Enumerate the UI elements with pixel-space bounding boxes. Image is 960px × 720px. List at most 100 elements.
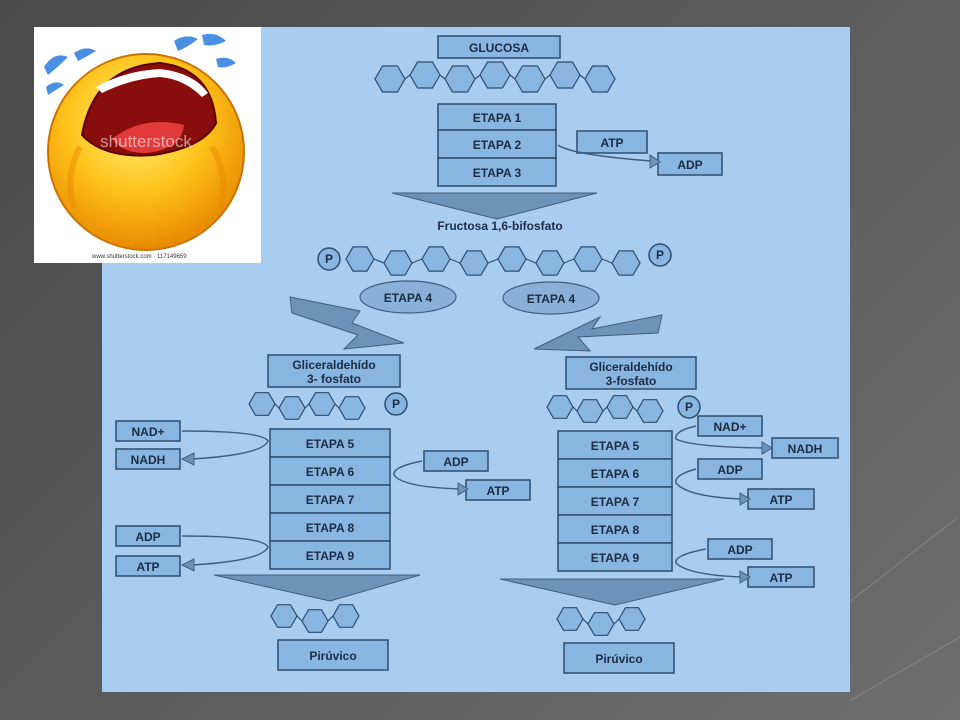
glucose-label: GLUCOSA	[469, 41, 529, 55]
pyruvate-right-box: Pirúvico	[563, 642, 675, 674]
fructose-hexagon	[611, 250, 641, 276]
stage-1-label: ETAPA 1	[473, 111, 522, 125]
left-stage-7: ETAPA 7	[306, 493, 355, 507]
g3p-left-chain: P	[248, 392, 408, 420]
top-adp-label: ADP	[677, 158, 702, 172]
fructose-hexagon	[535, 250, 565, 276]
g3p-right-phosphate: P	[685, 400, 693, 414]
stage-4-left-label: ETAPA 4	[384, 291, 433, 305]
left-stage-5: ETAPA 5	[306, 437, 355, 451]
right-nad-label: NAD+	[713, 420, 746, 434]
stage-3-label: ETAPA 3	[473, 166, 522, 180]
stage-4-right-label: ETAPA 4	[527, 292, 576, 306]
pyruvate-left-chain	[270, 604, 360, 633]
fructose-hexagon	[459, 250, 489, 276]
crying-face-emoji-icon: shutterstock	[44, 33, 245, 251]
g3p-right-box: Gliceraldehído 3-fosfato	[565, 356, 697, 390]
top-stage-stack: ETAPA 1 ETAPA 2 ETAPA 3	[437, 103, 557, 187]
pyruvate-right-hexagon	[618, 607, 646, 631]
pyruvate-left-box: Pirúvico	[277, 639, 389, 671]
stage-4-left: ETAPA 4	[289, 280, 457, 350]
glucose-hexagon	[479, 61, 511, 89]
left-stage-9: ETAPA 9	[306, 549, 355, 563]
slide-panel: .bx{fill:#88b6e0;stroke:#2e4d6e;stroke-w…	[102, 27, 850, 692]
fructose-hexagon	[345, 246, 375, 272]
phosphate-right-label: P	[656, 248, 664, 262]
glucose-hexagon	[409, 61, 441, 89]
left-nadh-label: NADH	[131, 453, 166, 467]
image-credit: www.shutterstock.com · 117149659	[92, 254, 187, 260]
right-stage-7: ETAPA 7	[591, 495, 640, 509]
g3p-left-phosphate: P	[392, 397, 400, 411]
left-atp-label: ATP	[136, 560, 159, 574]
left-stage6-adp-atp: ADP ATP	[393, 450, 531, 501]
top-down-arrow	[391, 192, 598, 220]
left-stage-stack: ETAPA 5 ETAPA 6 ETAPA 7 ETAPA 8 ETAPA 9	[269, 428, 391, 570]
g3p-left-line1: Gliceraldehído	[292, 358, 375, 372]
right-stage-stack: ETAPA 5 ETAPA 6 ETAPA 7 ETAPA 8 ETAPA 9	[557, 430, 673, 572]
right-stage6-atp-label: ATP	[769, 493, 792, 507]
g3p-right-line1: Gliceraldehído	[589, 360, 672, 374]
pyruvate-left-hexagon	[270, 604, 298, 628]
right-nadh-label: NADH	[788, 442, 823, 456]
top-atp-adp: ATP ADP	[557, 130, 723, 176]
phosphate-left-label: P	[325, 252, 333, 266]
background-decoration-line	[850, 620, 960, 701]
glucose-hexagon	[514, 65, 546, 93]
right-stage9-adp-label: ADP	[727, 543, 752, 557]
g3p-left-box: Gliceraldehído 3- fosfato	[267, 354, 401, 388]
left-stage-8: ETAPA 8	[306, 521, 355, 535]
top-atp-label: ATP	[600, 136, 623, 150]
fructose-label: Fructosa 1,6-bifosfato	[437, 219, 562, 233]
g3p-right-chain: P	[546, 395, 701, 423]
pyruvate-right-hexagon	[587, 612, 615, 636]
glucose-hexagon	[374, 65, 406, 93]
g3p-left-hexagon	[338, 396, 366, 420]
left-stage6-adp-label: ADP	[443, 455, 468, 469]
fructose-chain: P P	[317, 243, 672, 276]
left-stage-6: ETAPA 6	[306, 465, 355, 479]
stage-4-right: ETAPA 4	[502, 281, 663, 352]
glucose-hexagon	[444, 65, 476, 93]
g3p-right-hexagon	[576, 399, 604, 423]
pyruvate-left-hexagon	[301, 609, 329, 633]
watermark-text: shutterstock	[100, 132, 192, 151]
pyruvate-right-label: Pirúvico	[595, 652, 642, 666]
stage-2-label: ETAPA 2	[473, 138, 522, 152]
right-stage9-adp-atp: ADP ATP	[675, 538, 815, 588]
fructose-hexagon	[573, 246, 603, 272]
g3p-left-hexagon	[248, 392, 276, 416]
right-stage-9: ETAPA 9	[591, 551, 640, 565]
right-stage-5: ETAPA 5	[591, 439, 640, 453]
right-stage5-nad-nadh: NAD+ NADH	[675, 415, 839, 459]
glucose-hexagon	[584, 65, 616, 93]
g3p-right-line2: 3-fosfato	[606, 374, 657, 388]
crying-emoji-image: shutterstock www.shutterstock.com · 1171…	[34, 27, 261, 263]
fructose-hexagon	[383, 250, 413, 276]
fructose-hexagon	[497, 246, 527, 272]
pyruvate-right-chain	[556, 607, 646, 636]
g3p-left-line2: 3- fosfato	[307, 372, 361, 386]
fructose-hexagon	[421, 246, 451, 272]
left-down-arrow	[213, 574, 421, 602]
g3p-right-hexagon	[636, 399, 664, 423]
pyruvate-left-label: Pirúvico	[309, 649, 356, 663]
right-stage-8: ETAPA 8	[591, 523, 640, 537]
left-nad-nadh: NAD+ NADH	[115, 420, 269, 470]
glucose-hexagon	[549, 61, 581, 89]
left-stage6-atp-label: ATP	[486, 484, 509, 498]
g3p-right-hexagon	[546, 395, 574, 419]
glycolysis-diagram: .bx{fill:#88b6e0;stroke:#2e4d6e;stroke-w…	[115, 35, 839, 674]
pyruvate-right-hexagon	[556, 607, 584, 631]
glucose-box: GLUCOSA	[437, 35, 561, 59]
g3p-right-hexagon	[606, 395, 634, 419]
left-nad-label: NAD+	[131, 425, 164, 439]
right-stage6-adp-label: ADP	[717, 463, 742, 477]
right-stage-6: ETAPA 6	[591, 467, 640, 481]
glucose-chain	[374, 61, 616, 93]
pyruvate-left-hexagon	[332, 604, 360, 628]
right-down-arrow	[499, 578, 725, 606]
g3p-left-hexagon	[278, 396, 306, 420]
left-adp-label: ADP	[135, 530, 160, 544]
right-stage6-adp-atp: ADP ATP	[675, 458, 815, 510]
